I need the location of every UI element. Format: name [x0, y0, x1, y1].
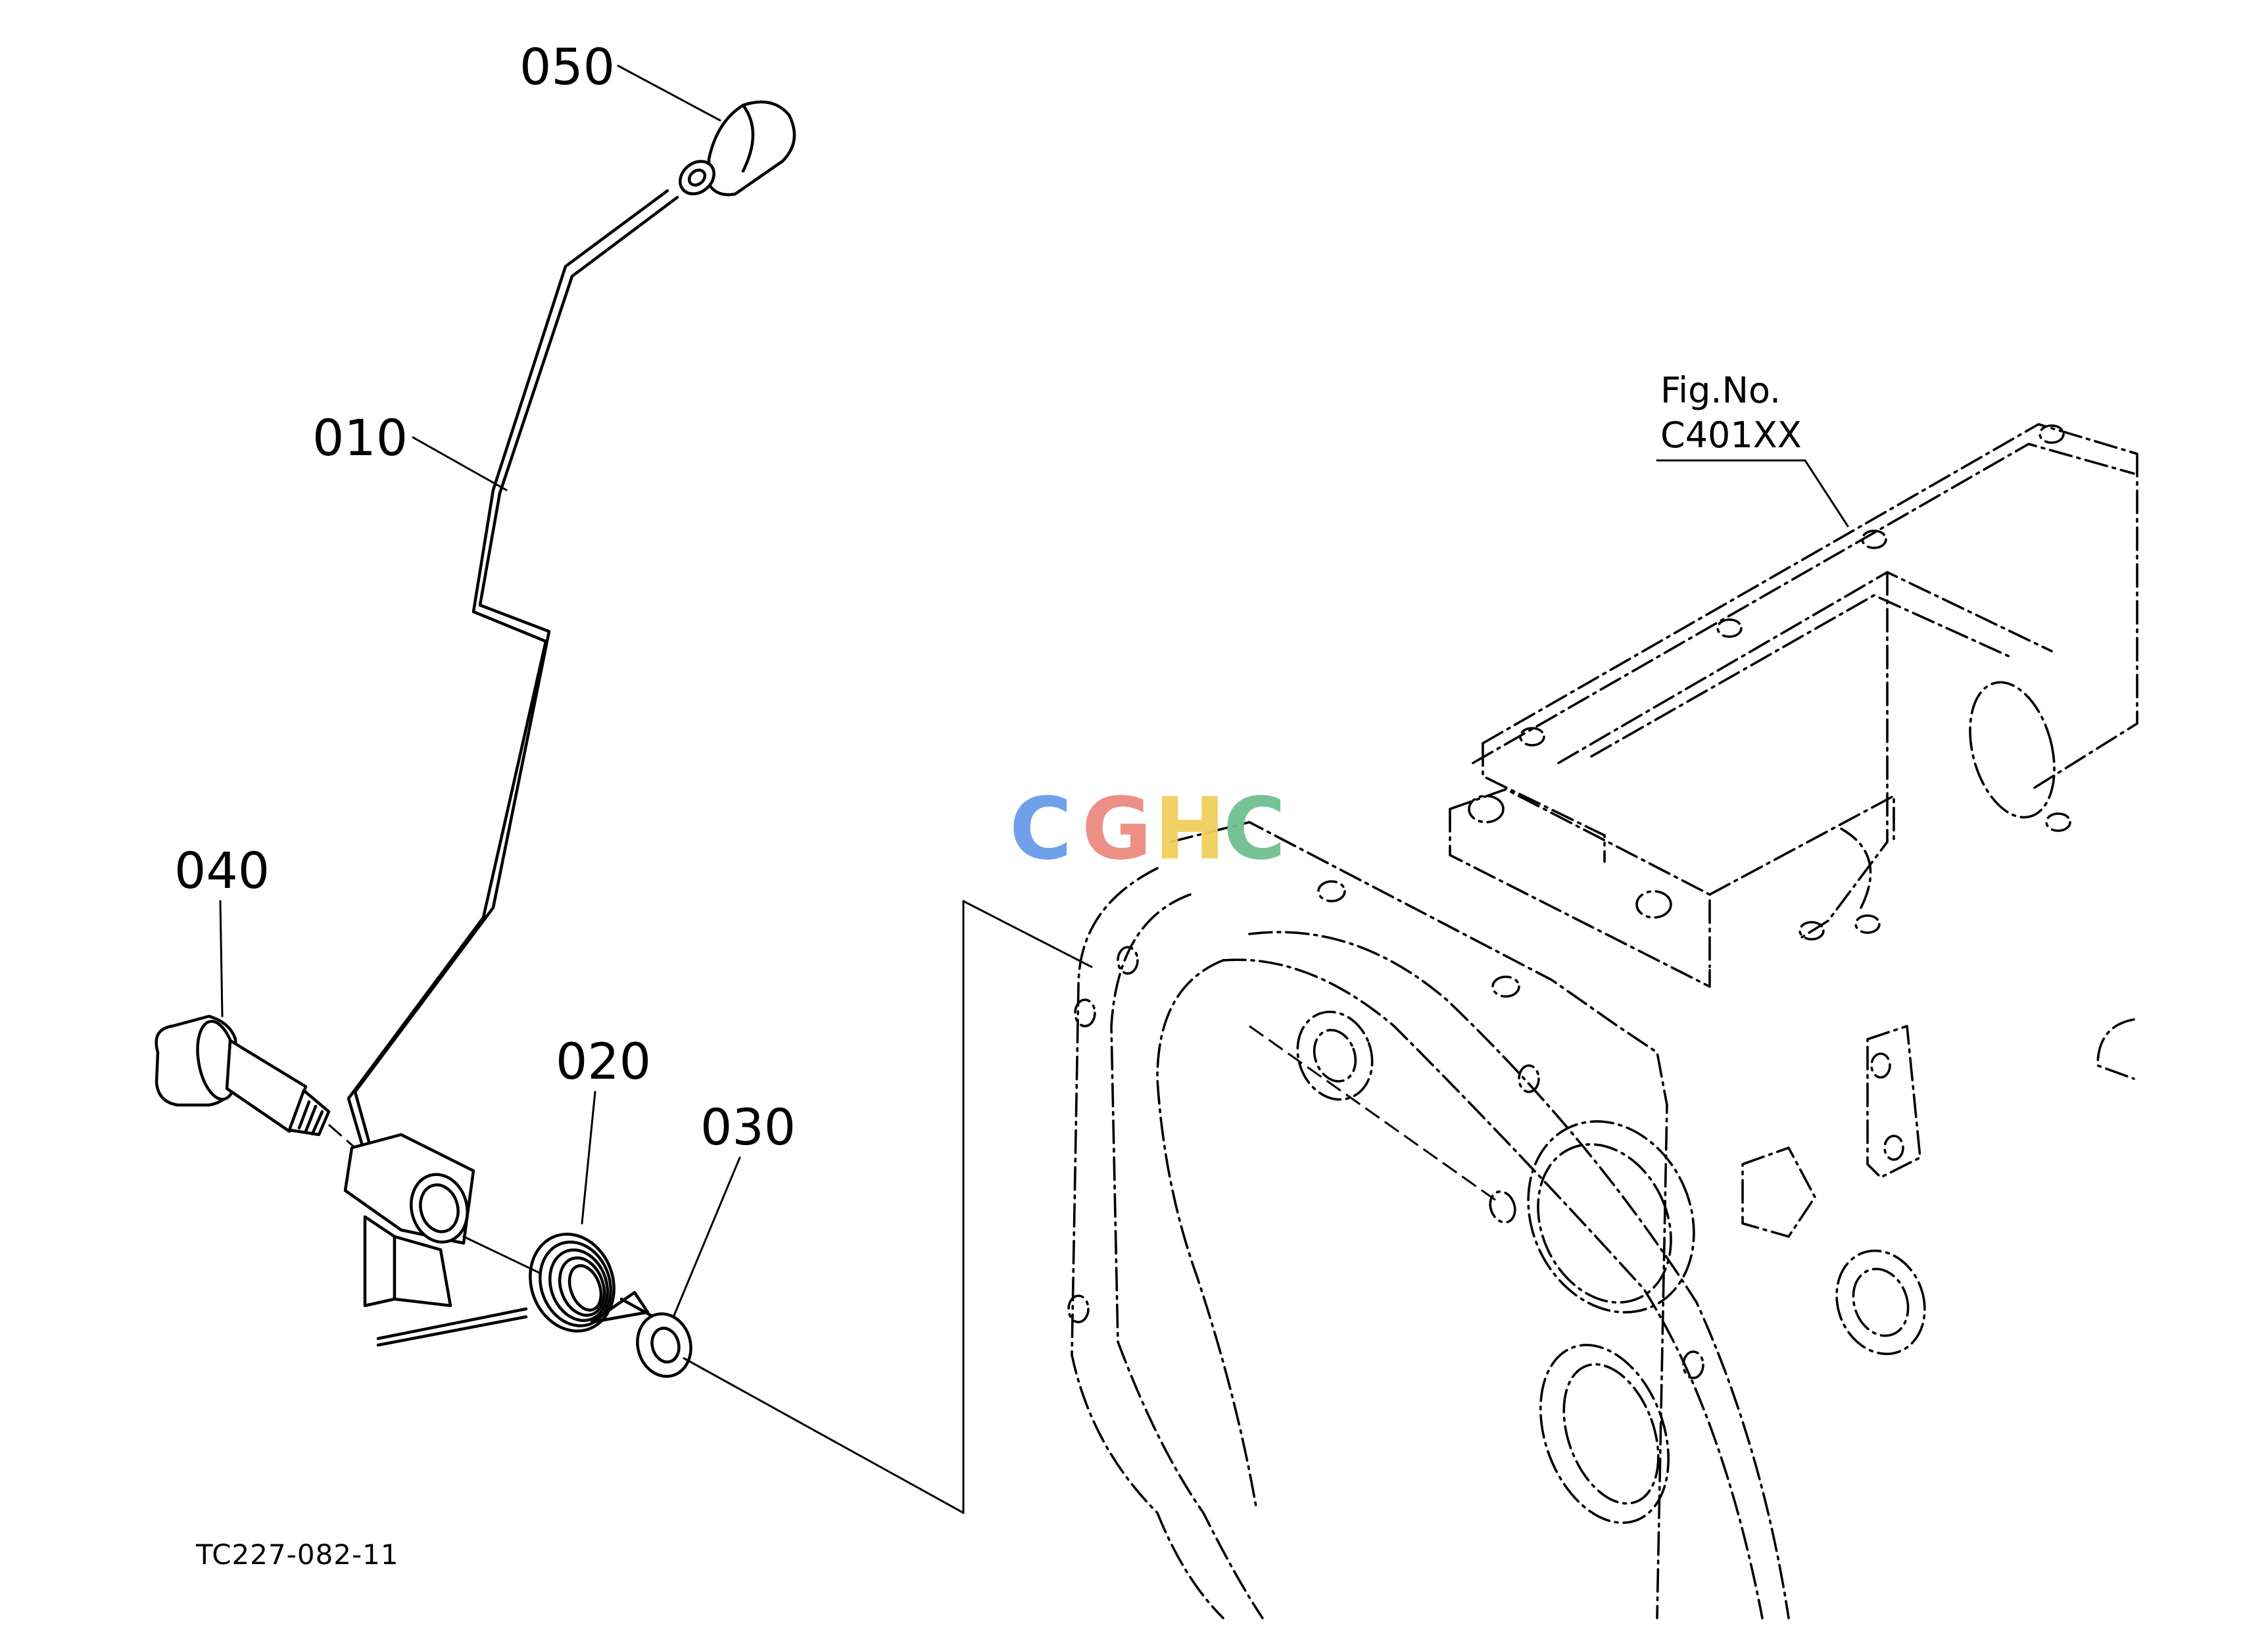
watermark-letter-2: G	[1082, 779, 1152, 879]
watermark-letter-1: C	[1009, 779, 1072, 879]
leader-050	[617, 64, 721, 122]
leader-040	[219, 900, 224, 1018]
callout-010: 010	[312, 408, 508, 491]
callout-030-label: 030	[700, 1098, 796, 1156]
part-050-knob	[679, 100, 796, 197]
watermark-letter-3: H	[1154, 779, 1226, 879]
figure-reference-code: C401XX	[1660, 414, 1802, 456]
leader-020	[581, 1091, 596, 1225]
callout-010-label: 010	[312, 408, 408, 467]
callout-040-label: 040	[174, 841, 270, 900]
part-040-bolt	[155, 1014, 356, 1149]
figure-reference-leader	[1804, 459, 1849, 528]
callout-040: 040	[174, 841, 270, 1018]
part-030-washer	[636, 1312, 692, 1378]
callout-020-label: 020	[556, 1032, 651, 1091]
figure-reference: Fig.No. C401XX	[1656, 370, 1849, 528]
leader-010	[412, 436, 508, 491]
part-010-shift-lever	[343, 189, 679, 1308]
watermark-logo: C G H C	[1009, 779, 1286, 879]
watermark-letter-4: C	[1223, 779, 1286, 879]
part-020-torsion-spring	[376, 1233, 653, 1347]
transmission-case	[1067, 423, 2138, 1619]
leader-030	[673, 1156, 741, 1317]
callout-050: 050	[519, 37, 721, 122]
figure-reference-label: Fig.No.	[1660, 370, 1781, 411]
drawing-code: TC227-082-11	[195, 1538, 399, 1571]
callout-020: 020	[556, 1032, 651, 1225]
assembly-axis	[462, 900, 1093, 1514]
callout-050-label: 050	[519, 37, 615, 96]
callout-030: 030	[673, 1098, 796, 1317]
